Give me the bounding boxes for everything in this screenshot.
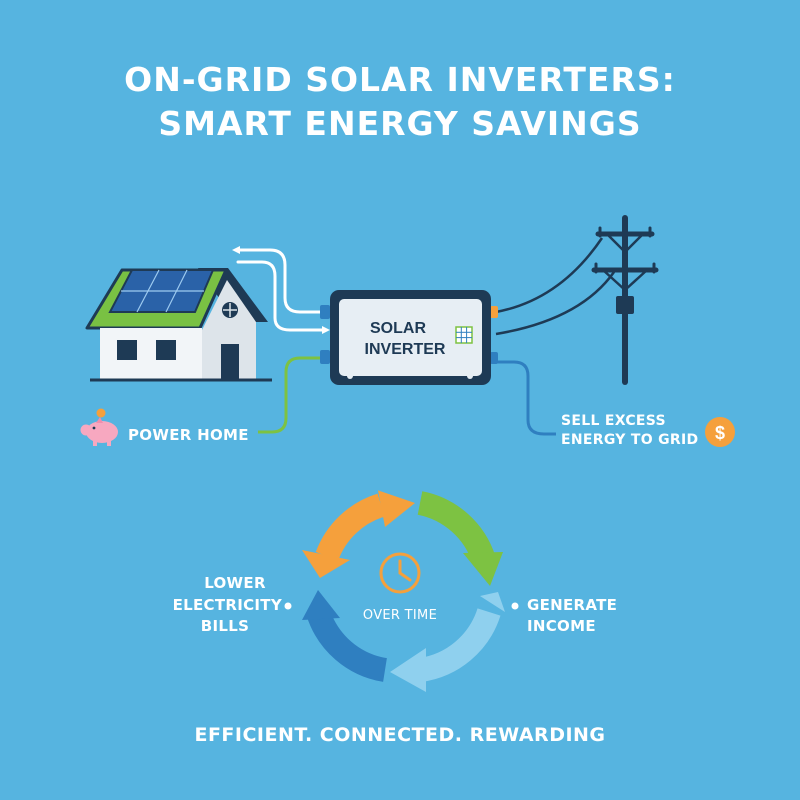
bullet-dot-left [284, 602, 292, 610]
generate-income-label-line-2: INCOME [527, 617, 596, 635]
dollar-sign: $ [715, 423, 725, 443]
grid-cables [495, 237, 616, 336]
cycle-arrowhead-green [463, 552, 503, 586]
title-line-1: ON-GRID SOLAR INVERTERS: [124, 60, 676, 99]
grid-sell-wire [492, 360, 556, 436]
lower-bills-label-line-1: LOWER [204, 574, 266, 592]
sell-excess-label-line-2: ENERGY TO GRID [561, 432, 699, 448]
cycle-arrow-blue [306, 608, 388, 682]
solar-inverter: SOLAR INVERTER [320, 290, 498, 385]
piggy-bank-icon [80, 408, 118, 446]
generate-income-label-line-1: GENERATE [527, 596, 618, 614]
inverter-label-line-2: INVERTER [365, 341, 446, 358]
cycle-arrow-light-blue [417, 607, 501, 682]
sell-excess-label-line-1: SELL EXCESS [561, 413, 666, 429]
title-line-2: SMART ENERGY SAVINGS [158, 104, 642, 143]
solar-panel-icon [108, 269, 215, 313]
tagline: EFFICIENT. CONNECTED. REWARDING [194, 724, 606, 746]
cycle-arrowhead-light-blue [390, 648, 426, 692]
utility-pole-icon [591, 215, 659, 385]
coin-icon: $ [705, 417, 735, 447]
over-time-label: OVER TIME [362, 608, 438, 623]
cycle-diagram [302, 490, 505, 692]
solar-chip-icon [455, 326, 473, 344]
house-inverter-arrows [232, 246, 330, 334]
cycle-arrow-green [417, 491, 496, 565]
cycle-arrowhead-orange [378, 490, 415, 527]
clock-icon [379, 552, 421, 594]
house-icon [85, 268, 272, 382]
power-home-label: POWER HOME [128, 426, 249, 444]
bullet-dot-right [511, 602, 519, 610]
cycle-arrowhead-blue [302, 590, 340, 620]
lower-bills-label-line-3: BILLS [200, 617, 250, 635]
inverter-label-line-1: SOLAR [370, 320, 426, 337]
power-home-wire [258, 356, 330, 434]
cycle-arrow-orange [315, 493, 386, 561]
lower-bills-label-line-2: ELECTRICITY [172, 596, 282, 614]
